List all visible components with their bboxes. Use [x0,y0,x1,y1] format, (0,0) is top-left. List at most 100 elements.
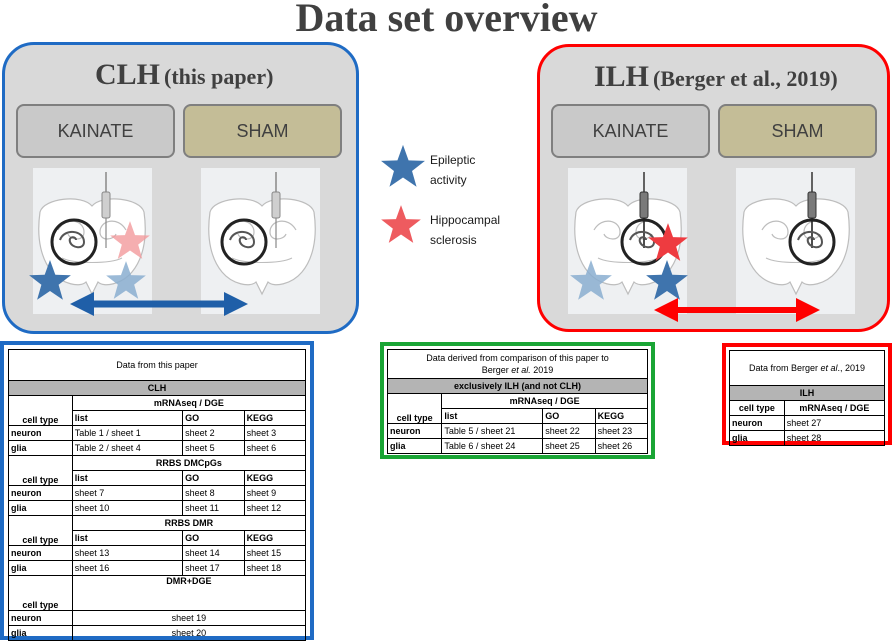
table-cell: sheet 27 [783,415,886,431]
table-cell: KEGG [243,530,307,546]
table-cell: list [71,410,184,426]
legend-sclerosis-star [381,205,421,243]
middle-table-box: Data derived from comparison of this pap… [380,342,655,459]
middle-table-header: Data derived from comparison of this pap… [387,349,648,379]
ilh-panel-title: ILH (Berger et al., 2019) [594,60,838,94]
ilh-table: Data from Berger et al., 2019 ILH cell t… [729,350,886,446]
table-cell: sheet 15 [243,545,307,561]
table-cell: sheet 7 [71,485,184,501]
clh-source: (this paper) [164,64,274,89]
clh-comparison-arrow [70,292,248,316]
table-cell: KEGG [243,470,307,486]
table-cell: sheet 22 [542,423,596,439]
clh-panel-title: CLH (this paper) [95,58,273,92]
ilh-sham-box: SHAM [718,104,877,158]
table-cell: KEGG [594,408,649,424]
ilh-table-box: Data from Berger et al., 2019 ILH cell t… [722,343,892,446]
method-label: RRBS DMCpGs [71,455,307,471]
ilh-comparison-arrow [654,298,820,322]
table-cell: cell type [729,400,785,416]
ilh-kainate-box: KAINATE [551,104,710,158]
table-cell: sheet 11 [182,500,245,516]
clh-sham-box: SHAM [183,104,342,158]
ilh-sham-brain [742,171,850,295]
table-cell: sheet 8 [182,485,245,501]
legend-epileptic-star [381,144,425,187]
clh-name: CLH [95,58,161,91]
table-cell: cell type [386,393,443,424]
table-cell: GO [182,410,245,426]
table-cell: sheet 16 [71,560,184,576]
table-cell: GO [182,530,245,546]
table-cell: sheet 19 [71,610,307,626]
middle-table-group: exclusively ILH (and not CLH) [387,378,648,394]
table-cell: neuron [8,610,73,626]
clh-kainate-brain [38,171,146,295]
table-cell: list [71,530,184,546]
table-cell: sheet 14 [182,545,245,561]
table-cell: glia [8,500,73,516]
table-cell: sheet 9 [243,485,307,501]
table-cell: sheet 26 [594,438,649,454]
table-cell: glia [8,560,73,576]
table-cell: sheet 25 [542,438,596,454]
table-cell: sheet 18 [243,560,307,576]
table-cell: Table 6 / sheet 24 [441,438,544,454]
table-cell: neuron [8,485,73,501]
clh-table-group: CLH [8,380,306,396]
page-title: Data set overview [295,0,598,40]
table-cell: glia [8,440,73,456]
table-cell: sheet 23 [594,423,649,439]
table-cell: GO [542,408,596,424]
table-cell: glia [8,625,73,641]
table-cell: sheet 13 [71,545,184,561]
schematic-graphics [29,144,850,322]
ilh-name: ILH [594,60,650,93]
clh-table-header: Data from this paper [8,349,306,381]
table-cell: neuron [386,423,443,439]
table-cell: Table 2 / sheet 4 [71,440,184,456]
ilh-source: (Berger et al., 2019) [653,66,838,91]
table-cell: sheet 28 [783,430,886,446]
table-cell: cell type [8,395,73,426]
table-cell: Table 1 / sheet 1 [71,425,184,441]
table-cell: Table 5 / sheet 21 [441,423,544,439]
method-label: mRNAseq / DGE [441,393,648,409]
table-cell: KEGG [243,410,307,426]
table-cell: sheet 20 [71,625,307,641]
clh-kainate-box: KAINATE [16,104,175,158]
table-cell: sheet 10 [71,500,184,516]
table-cell: sheet 2 [182,425,245,441]
table-cell: sheet 12 [243,500,307,516]
method-label: DMR+DGE [71,575,307,611]
clh-sham-brain [208,171,316,295]
table-cell: sheet 5 [182,440,245,456]
table-cell: cell type [8,575,73,611]
table-cell: neuron [8,425,73,441]
table-cell: sheet 6 [243,440,307,456]
table-cell: neuron [8,545,73,561]
table-cell: list [71,470,184,486]
table-cell: list [441,408,544,424]
table-cell: cell type [8,515,73,546]
ilh-table-header: Data from Berger et al., 2019 [729,350,885,386]
table-cell: mRNAseq / DGE [783,400,886,416]
table-cell: glia [386,438,443,454]
table-cell: sheet 3 [243,425,307,441]
method-label: mRNAseq / DGE [71,395,307,411]
ilh-table-group: ILH [729,385,885,401]
